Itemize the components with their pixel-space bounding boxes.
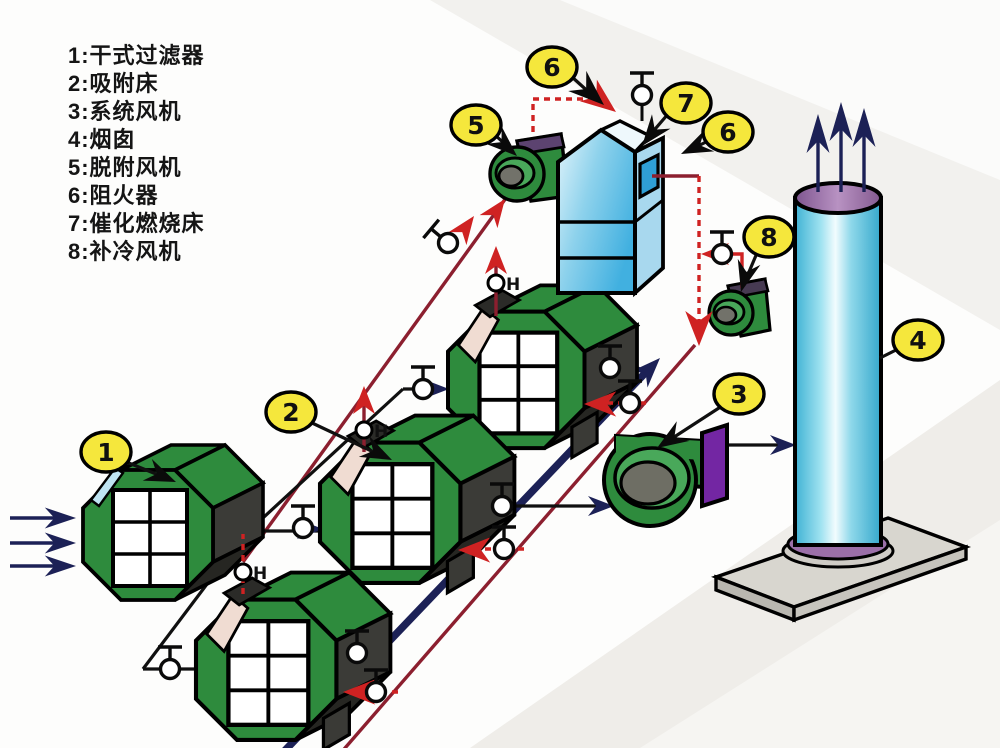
fan-to-chimney-line — [727, 435, 796, 455]
fan-outlet-duct — [700, 422, 729, 509]
svg-text:2: 2 — [282, 398, 299, 427]
legend-item-1: 1:干式过滤器 — [68, 43, 205, 68]
badge-1-dry-filter: 1 — [79, 430, 181, 493]
desorption-supply-duct — [241, 192, 514, 563]
legend-item-7: 7:催化燃烧床 — [68, 211, 205, 236]
legend-item-8: 8:补冷风机 — [68, 239, 182, 264]
bed-sight-window — [638, 152, 660, 200]
legend-item-2: 2:吸附床 — [68, 71, 159, 96]
svg-text:1: 1 — [97, 438, 114, 467]
svg-text:5: 5 — [467, 111, 484, 140]
svg-text:8: 8 — [760, 223, 777, 252]
cooling-fan — [707, 277, 772, 338]
bed7-outlet-line — [652, 174, 713, 346]
badge-8-cooling-fan: 8 — [729, 215, 796, 296]
badge-6-flame-arrester-right: 6 — [676, 110, 755, 165]
svg-text:7: 7 — [677, 89, 694, 118]
vent-top-bed: H — [485, 246, 520, 316]
catalytic-combustion-bed — [556, 119, 665, 298]
badge-3-system-fan: 3 — [650, 372, 766, 458]
chimney — [781, 102, 895, 569]
vent-label: H — [374, 422, 388, 442]
svg-text:3: 3 — [730, 380, 747, 409]
svg-text:4: 4 — [909, 326, 926, 355]
badge-5-desorption-fan: 5 — [449, 103, 525, 165]
legend-item-3: 3:系统风机 — [68, 99, 182, 124]
valves — [156, 71, 736, 704]
badge-7-catalytic-bed: 7 — [632, 81, 713, 154]
waste-gas-inlet-arrows — [10, 507, 76, 577]
desorb-inlet-middle-bed — [458, 537, 524, 563]
legend-item-6: 6:阻火器 — [68, 183, 159, 208]
chimney-exhaust-arrows — [806, 102, 876, 192]
svg-text:6: 6 — [543, 53, 560, 82]
fan5-to-arrester-line — [531, 79, 625, 132]
vent-bottom-bed: H — [233, 534, 267, 594]
badge-2-adsorption-bed: 2 — [264, 390, 398, 471]
legend-item-4: 4:烟囱 — [68, 127, 136, 152]
legend: 1:干式过滤器 2:吸附床 3:系统风机 4:烟囱 5:脱附风机 6:阻火器 7… — [68, 42, 205, 266]
badge-4-chimney: 4 — [879, 318, 945, 362]
legend-item-5: 5:脱附风机 — [68, 155, 182, 180]
badge-6-flame-arrester-top: 6 — [525, 45, 614, 116]
svg-text:6: 6 — [719, 118, 736, 147]
vent-middle-bed: H — [353, 386, 388, 452]
vent-label: H — [253, 564, 267, 584]
dry-filter-unit — [81, 443, 265, 602]
vent-label: H — [506, 275, 520, 295]
